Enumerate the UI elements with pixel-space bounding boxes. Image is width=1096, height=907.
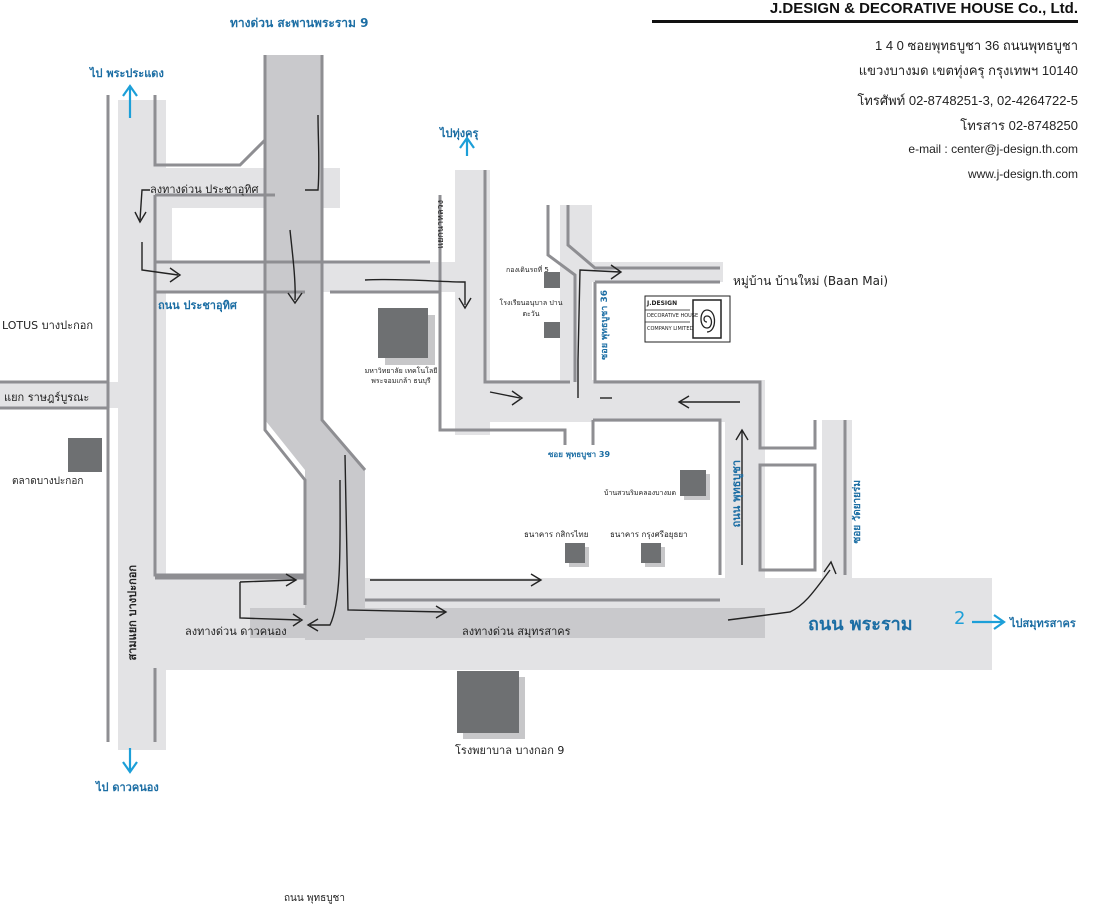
direction-arrows	[122, 84, 1006, 774]
arrow-up-thungkhru	[459, 136, 475, 156]
building-lands-office	[544, 272, 560, 288]
logo-line2: DECORATIVE HOUSE	[647, 313, 699, 319]
header-rule	[652, 20, 1078, 23]
label-krungsri: ธนาคาร กรุงศรีอยุธยา	[610, 530, 688, 539]
arrow-up-pradaeng	[122, 84, 138, 118]
label-kasikorn: ธนาคาร กสิกรไทย	[524, 530, 589, 539]
company-website[interactable]: www.j-design.th.com	[967, 167, 1078, 181]
company-logo	[644, 295, 731, 343]
building-riverside	[680, 470, 706, 496]
company-name: J.DESIGN & DECORATIVE HOUSE Co., Ltd.	[769, 0, 1078, 17]
building-krungsri	[641, 543, 661, 563]
buildings	[68, 272, 710, 739]
label-lands-office: กองเดินรถที่ 5	[506, 266, 549, 274]
road-edges	[0, 55, 847, 742]
label-hospital: โรงพยาบาล บางกอก 9	[455, 744, 565, 757]
label-intersection-bangpakok: สามแยก บางปะกอก	[126, 565, 139, 661]
label-baan-mai: หมู่บ้าน บ้านใหม่ (Baan Mai)	[733, 274, 889, 288]
expressway-rama9	[265, 55, 365, 640]
road-wat-yairom	[822, 420, 852, 585]
label-to-samutsakhon: ไปสมุทรสาคร	[1010, 617, 1076, 630]
label-road-prachauthit: ถนน ประชาอุทิศ	[158, 299, 237, 312]
label-to-daokanong: ไป ดาวคนอง	[96, 781, 159, 794]
label-exit-prachauthit: ลงทางด่วน ประชาอุทิศ	[150, 183, 259, 196]
label-university: มหาวิทยาลัย เทคโนโลยี พระจอมเกล้า ธนบุรี	[364, 367, 438, 385]
road-ratburana	[0, 382, 166, 408]
label-soi-wat-yairom: ซอย วัดยายร่ม	[852, 480, 863, 544]
label-junction-nahluang: แยกนาหลวง	[436, 200, 446, 249]
building-market	[68, 438, 102, 472]
footer-label: ถนน พุทธบูชา	[284, 893, 345, 904]
label-junction-ratburana: แยก ราษฎร์บูรณะ	[4, 391, 90, 404]
arrow-down-daokanong	[122, 748, 138, 774]
company-address1: 1 4 0 ซอยพุทธบูชา 36 ถนนพุทธบูชา	[875, 38, 1078, 53]
logo-line1: J.DESIGN	[647, 300, 678, 307]
label-exit-daokanong: ลงทางด่วน ดาวคนอง	[185, 625, 287, 638]
building-kasikorn	[565, 543, 585, 563]
building-school	[544, 322, 560, 338]
label-school: โรงเรียนอนุบาล ปานตะวัน	[499, 299, 563, 318]
company-fax: โทรสาร 02-8748250	[960, 118, 1078, 133]
route-arrows	[134, 114, 837, 632]
label-to-pradaeng: ไป พระประแดง	[90, 67, 164, 80]
building-university	[378, 308, 428, 358]
label-market: ตลาดบางปะกอก	[12, 476, 84, 487]
logo-line3: COMPANY LIMITED	[647, 326, 694, 332]
road-baan-mai	[575, 262, 723, 282]
label-riverside: บ้านสวนริมคลองบางมด	[604, 489, 677, 497]
road-phutthabucha-main	[725, 380, 765, 585]
label-expressway-rama9: ทางด่วน สะพานพระราม 9	[230, 16, 369, 30]
building-hospital	[457, 671, 519, 733]
company-email[interactable]: e-mail : center@j-design.th.com	[908, 142, 1078, 156]
label-to-thungkhru: ไปทุ่งครุ	[440, 127, 479, 140]
label-road-rama2: ถนน พระราม	[808, 614, 913, 635]
label-lotus: LOTUS บางปะกอก	[2, 319, 93, 332]
label-road-phutthabucha: ถนน พุทธบูชา	[730, 460, 743, 528]
label-exit-samutsakhon: ลงทางด่วน สมุทรสาคร	[462, 625, 571, 638]
expressway-samutsakhon	[250, 608, 765, 638]
arrow-right-samutsakhon	[972, 614, 1006, 630]
label-soi-39: ซอย พุทธบูชา 39	[548, 450, 611, 459]
road-bangkok9	[118, 660, 166, 750]
road-phutthabucha-39	[455, 380, 755, 422]
label-rama2-number: 2	[954, 608, 966, 629]
label-soi-36: ซอย พุทธบูชา 36	[600, 290, 610, 360]
company-address2: แขวงบางมด เขตทุ่งครุ กรุงเทพฯ 10140	[858, 63, 1078, 78]
road-surfaces	[0, 100, 992, 750]
company-phone: โทรศัพท์ 02-8748251-3, 02-4264722-5	[857, 93, 1078, 108]
